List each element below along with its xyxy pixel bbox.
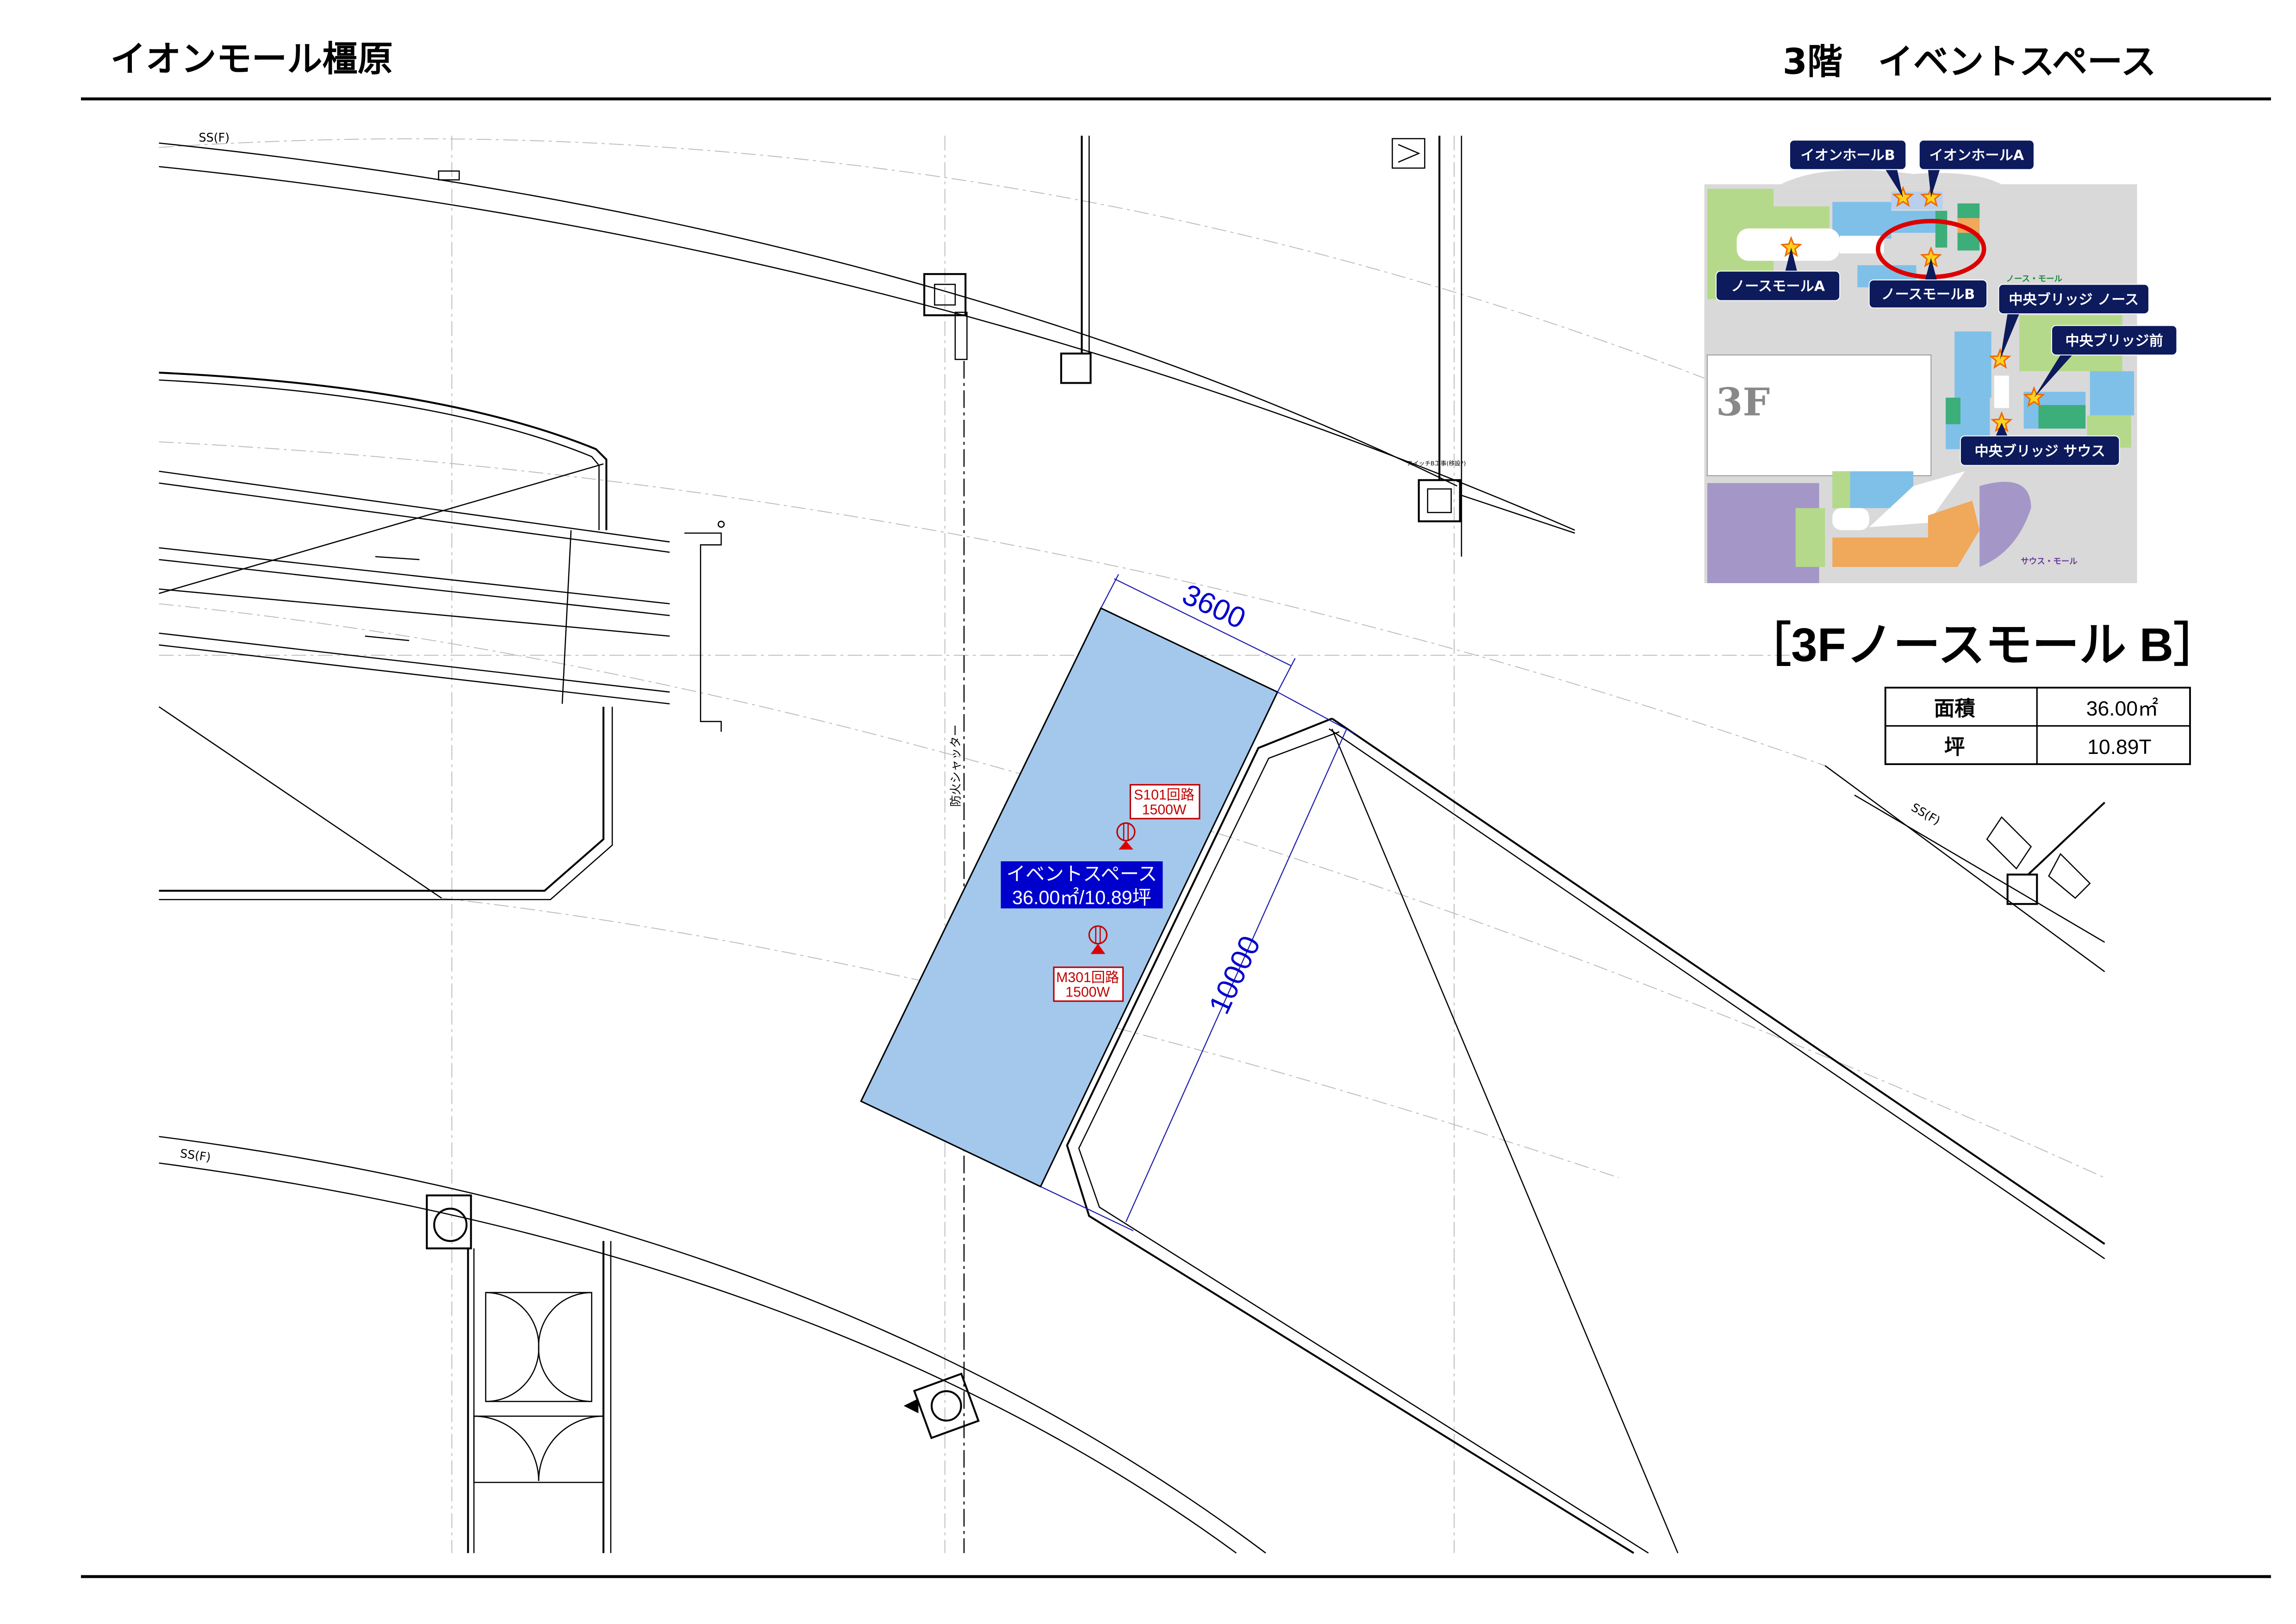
svg-text:イベントスペース: イベントスペース bbox=[1007, 863, 1157, 884]
column bbox=[923, 273, 967, 317]
callout-label: ノースモールB bbox=[1881, 286, 1975, 303]
mall-title: イオンモール橿原 bbox=[111, 38, 393, 79]
north-arrow-icon bbox=[1392, 138, 1425, 169]
callout-label: 中央ブリッジ ノース bbox=[2009, 291, 2139, 308]
svg-text:S101回路: S101回路 bbox=[1134, 787, 1195, 803]
circuit-m301: M301回路 1500W bbox=[1053, 925, 1124, 1002]
star-icon bbox=[1892, 186, 1914, 207]
callout-1[interactable]: イオンホールB bbox=[1789, 139, 1907, 198]
svg-text:M301回路: M301回路 bbox=[1056, 970, 1119, 985]
switch-note: スイッチB工事(移設?) bbox=[1407, 460, 1466, 467]
tsubo-label: 坪 bbox=[1944, 736, 1965, 759]
section-title: 3階 イベントスペース bbox=[1783, 41, 2156, 82]
area-title: ［3Fノースモール B］ bbox=[1744, 619, 2220, 672]
callout-label: イオンホールA bbox=[1929, 148, 2024, 164]
event-space-label: イベントスペース 36.00㎡/10.89坪 bbox=[1001, 861, 1163, 908]
area-table: 面積 36.00㎡ 坪 10.89T bbox=[1884, 686, 2191, 765]
star-icon bbox=[2023, 386, 2045, 407]
callout-label: ノースモールA bbox=[1731, 279, 1825, 295]
tsubo-value: 10.89T bbox=[2087, 736, 2152, 759]
callout-7[interactable]: 中央ブリッジ サウス bbox=[1960, 423, 2120, 466]
ss-label-top: SS(F) bbox=[199, 131, 230, 144]
south-mall-label: サウス・モール bbox=[2021, 557, 2078, 566]
circuit-s101: S101回路 1500W bbox=[1116, 784, 1201, 850]
callout-3[interactable]: ノースモールA bbox=[1716, 247, 1841, 301]
dimension-length: 10000 bbox=[1202, 931, 1267, 1019]
svg-text:1500W: 1500W bbox=[1142, 802, 1187, 817]
callout-label: イオンホールB bbox=[1801, 148, 1895, 164]
dimension-width: 3600 bbox=[1177, 578, 1251, 635]
area-value: 36.00㎡ bbox=[2086, 697, 2159, 720]
outlet-icon bbox=[1116, 822, 1136, 850]
callout-label: 中央ブリッジ前 bbox=[2066, 332, 2163, 349]
cad-drawing: スイッチB工事(移設?) SS(F) SS(F) bbox=[158, 131, 2106, 1554]
svg-text:1500W: 1500W bbox=[1065, 985, 1110, 1000]
callout-label: 中央ブリッジ サウス bbox=[1974, 443, 2105, 460]
ss-label-right: SS(F) bbox=[1909, 800, 1943, 828]
callout-6[interactable]: 中央ブリッジ前 bbox=[2034, 325, 2178, 398]
area-label: 面積 bbox=[1934, 697, 1976, 720]
svg-text:36.00㎡/10.89坪: 36.00㎡/10.89坪 bbox=[1012, 887, 1151, 908]
ss-label-bottom: SS(F) bbox=[179, 1146, 212, 1164]
callout-2[interactable]: イオンホールA bbox=[1918, 139, 2035, 198]
minimap-floor-label: 3F bbox=[1716, 380, 1770, 424]
star-icon bbox=[1989, 348, 2011, 369]
floor-minimap: 3F ノース・モール サウス・モール イオンホールB イオンホールA ノースモールA… bbox=[1704, 139, 2178, 583]
fire-shutter-label: 防火シャッター bbox=[948, 724, 962, 807]
north-mall-label: ノース・モール bbox=[2006, 274, 2063, 284]
outlet-icon bbox=[1088, 925, 1108, 954]
callout-4[interactable]: ノースモールB bbox=[1868, 258, 1988, 309]
